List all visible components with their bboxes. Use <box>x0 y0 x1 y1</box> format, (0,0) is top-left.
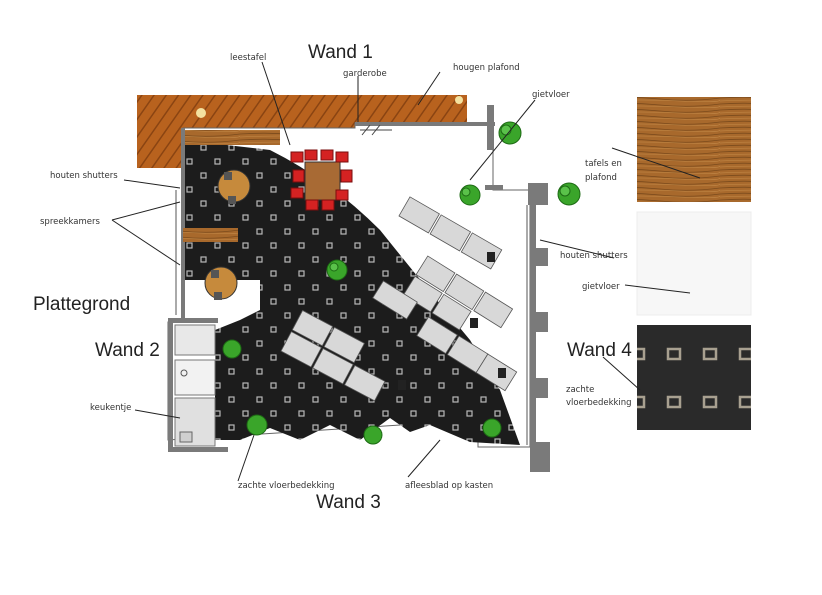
label-spreekkamers: spreekkamers <box>40 217 100 227</box>
window-shutters <box>175 190 528 445</box>
sample-wood <box>637 97 751 202</box>
label-plafond: plafond <box>585 173 617 183</box>
label-afleesblad: afleesblad op kasten <box>405 481 493 491</box>
plant-icon <box>459 184 481 206</box>
meeting-room-top <box>185 130 280 204</box>
wardrobe <box>360 124 392 136</box>
label-vloerbedekking: vloerbedekking <box>566 398 632 408</box>
plant-icon <box>246 414 268 436</box>
plattegrond-title: Plattegrond <box>33 294 130 315</box>
desk-clusters <box>280 196 518 402</box>
walls <box>168 105 550 472</box>
plant-icon <box>222 339 242 359</box>
kitchen <box>174 324 216 447</box>
label-zachte-vloerbedekking-bottom: zachte vloerbedekking <box>238 481 335 491</box>
label-keukentje: keukentje <box>90 403 131 413</box>
wand3-title: Wand 3 <box>316 492 381 513</box>
plant-icon <box>557 182 581 206</box>
sample-cast-floor <box>636 211 752 316</box>
chair-icon <box>290 151 304 163</box>
reading-table <box>290 149 353 211</box>
wand2-title: Wand 2 <box>95 340 160 361</box>
meeting-room-bottom <box>183 228 238 300</box>
label-leestafel: leestafel <box>230 53 266 63</box>
carpet-zone <box>183 140 520 445</box>
plant-icon <box>363 425 383 445</box>
label-tafels-en: tafels en <box>585 159 622 169</box>
plant-icon <box>326 259 348 281</box>
label-gietvloer-right: gietvloer <box>582 282 620 292</box>
label-garderobe: garderobe <box>343 69 387 79</box>
label-zachte: zachte <box>566 385 594 395</box>
leader-lines <box>111 61 701 482</box>
wand1-title: Wand 1 <box>308 42 373 63</box>
plant-icon <box>498 121 522 145</box>
sample-carpet <box>637 325 751 430</box>
label-houten-shutters-right: houten shutters <box>560 251 628 261</box>
plants <box>222 121 581 445</box>
label-houten-shutters-left: houten shutters <box>50 171 118 181</box>
label-hoogen-plafond: hougen plafond <box>453 63 520 73</box>
plant-icon <box>482 418 502 438</box>
label-gietvloer-top: gietvloer <box>532 90 570 100</box>
wand4-title: Wand 4 <box>567 340 632 361</box>
